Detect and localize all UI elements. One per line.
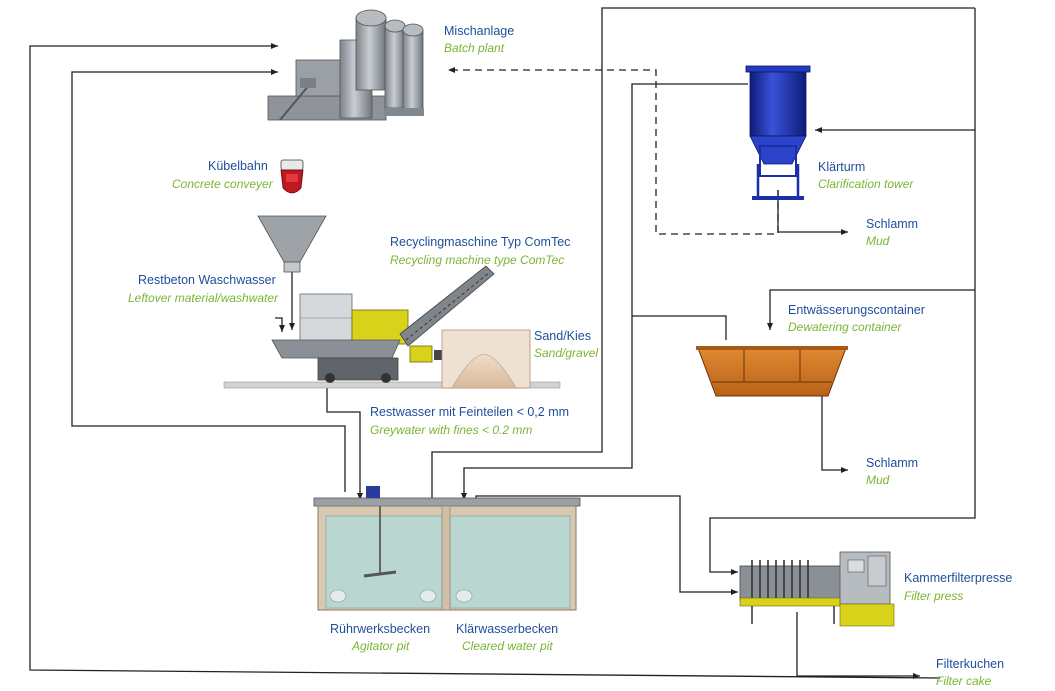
dashed-return-line — [448, 67, 779, 235]
conveyer-label-en: Concrete conveyer — [172, 177, 273, 191]
cleared-pit-label-de: Klärwasserbecken — [456, 622, 559, 636]
container-mud-line — [821, 396, 848, 473]
tower-side-feed — [815, 8, 976, 133]
recycling-machine-label-de: Recyclingmaschine Typ ComTec — [390, 235, 571, 249]
tower-mud-label-de: Schlamm — [866, 217, 919, 231]
filter-cake-label-de: Filterkuchen — [936, 657, 1005, 671]
leftover-label-en: Leftover material/washwater — [128, 291, 279, 305]
filter-press-label-de: Kammerfilterpresse — [904, 571, 1013, 585]
batch-plant-label-de: Mischanlage — [444, 24, 515, 38]
batch-plant-label-en: Batch plant — [444, 41, 505, 55]
return-line-inner — [71, 69, 346, 492]
pit-tank-icon — [313, 486, 581, 611]
press-return-line — [709, 130, 976, 575]
filter-press-label-en: Filter press — [904, 589, 964, 603]
tower-label-de: Klärturm — [818, 160, 866, 174]
container-mud-label-en: Mud — [866, 473, 890, 487]
filter-cake-line — [796, 612, 920, 679]
tower-to-pit-line — [461, 83, 748, 500]
sand-pile-icon — [441, 329, 531, 389]
bucket-conveyer-icon — [280, 159, 304, 194]
batch-plant-icon — [267, 9, 424, 121]
container-label-en: Dewatering container — [788, 320, 902, 334]
container-feed-line — [767, 289, 975, 330]
return-line-outer — [29, 43, 941, 679]
cleared-pit-label-en: Cleared water pit — [462, 639, 553, 653]
hopper-icon — [257, 215, 327, 273]
tower-mud-label-en: Mud — [866, 234, 890, 248]
sand-label-de: Sand/Kies — [534, 329, 591, 343]
recycling-machine-icon — [223, 265, 561, 389]
greywater-line — [326, 388, 363, 500]
tower-label-en: Clarification tower — [818, 177, 914, 191]
pit-to-container-line — [632, 315, 727, 340]
filter-press-icon — [739, 551, 895, 627]
filter-cake-label-en: Filter cake — [936, 674, 992, 688]
clarification-tower-icon — [745, 65, 811, 200]
agitator-pit-label-de: Rührwerksbecken — [330, 622, 431, 636]
container-mud-label-de: Schlamm — [866, 456, 919, 470]
container-label-de: Entwässerungscontainer — [788, 303, 925, 317]
conveyer-label-de: Kübelbahn — [208, 159, 268, 173]
greywater-label-en: Greywater with fines < 0.2 mm — [370, 423, 533, 437]
flow-lines — [29, 7, 976, 679]
agitator-pit-label-en: Agitator pit — [352, 639, 410, 653]
leftover-label-de: Restbeton Waschwasser — [138, 273, 276, 287]
leftover-input-arrow — [275, 317, 285, 332]
recycling-machine-label-en: Recycling machine type ComTec — [390, 253, 565, 267]
dewatering-container-icon — [696, 346, 848, 397]
greywater-label-de: Restwasser mit Feinteilen < 0,2 mm — [370, 405, 570, 419]
sand-label-en: Sand/gravel — [534, 346, 599, 360]
